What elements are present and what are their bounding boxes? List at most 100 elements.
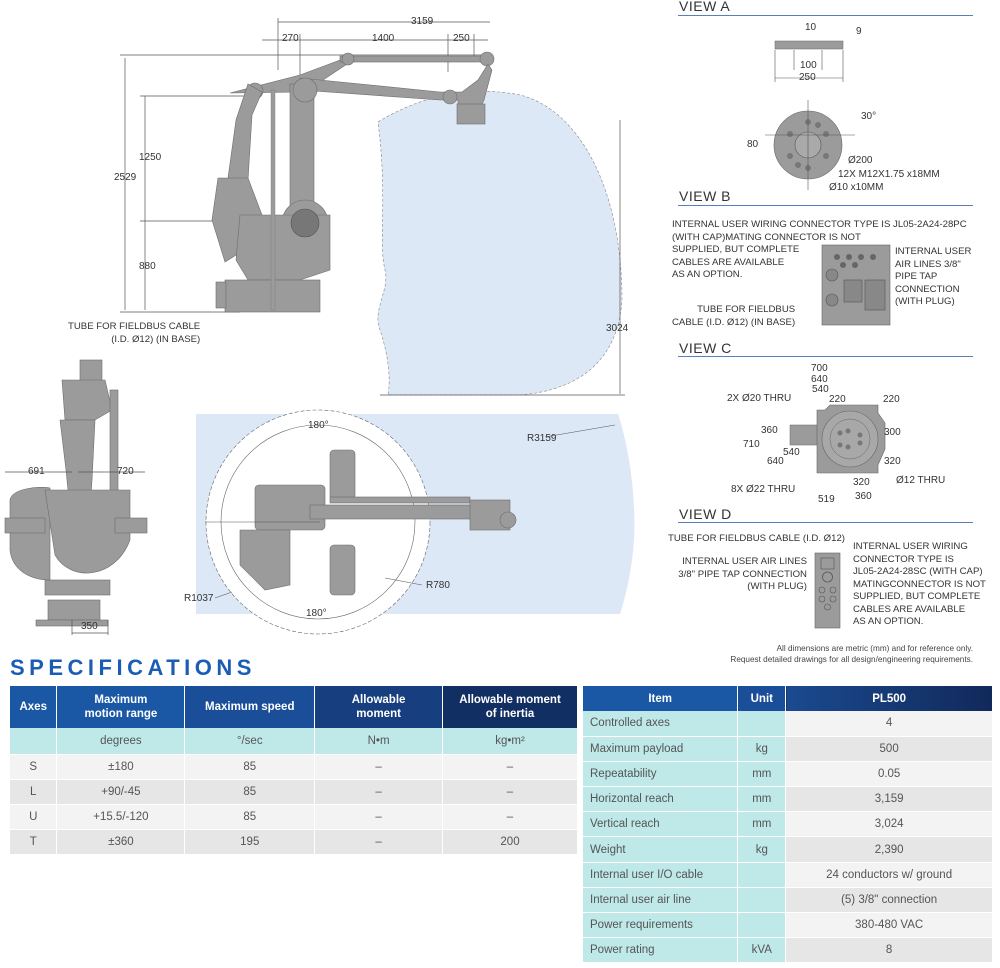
- item-label: Horizontal reach: [583, 786, 739, 813]
- table-row: Internal user air line(5) 3/8" connectio…: [583, 887, 993, 914]
- item-value: 8: [785, 937, 993, 964]
- view-d-title: VIEW D: [679, 506, 732, 522]
- unit-cell: °/sec: [184, 728, 316, 755]
- dim-691: 691: [28, 466, 45, 477]
- axis-name: T: [10, 829, 58, 855]
- moment-inertia: –: [442, 754, 578, 780]
- item-value: 0.05: [785, 761, 993, 788]
- item-value: 3,159: [785, 786, 993, 813]
- motion-range: ±180: [56, 754, 186, 780]
- item-value: 3,024: [785, 811, 993, 838]
- axes-spec-table: Axes Maximum motion range Maximum speed …: [10, 686, 578, 855]
- dim-a-d200: Ø200: [848, 155, 873, 166]
- dim-a-30deg: 30°: [861, 111, 877, 122]
- side-view-work-envelope: [120, 18, 625, 396]
- dim-1250: 1250: [139, 152, 162, 163]
- item-label: Internal user air line: [583, 887, 739, 914]
- item-unit: [737, 862, 787, 888]
- dim-a-80: 80: [747, 139, 759, 150]
- item-label: Power requirements: [583, 912, 739, 939]
- dim-c-540v: 540: [783, 447, 800, 458]
- item-unit: kg: [737, 736, 787, 762]
- table-row: T ±360 195 – 200: [10, 829, 578, 855]
- item-value: 4: [785, 711, 993, 737]
- header-motion-range: Maximum motion range: [56, 686, 186, 728]
- header-axes: Axes: [10, 686, 58, 728]
- view-d-rule: [678, 522, 973, 523]
- allowable-moment: –: [314, 829, 444, 855]
- dim-c-thru22: 8X Ø22 THRU: [731, 484, 796, 495]
- dim-c-220a: 220: [829, 394, 846, 405]
- dim-a-9: 9: [856, 26, 862, 37]
- dim-1400: 1400: [372, 33, 395, 44]
- dim-angle-top: 180°: [308, 420, 329, 431]
- item-label: Maximum payload: [583, 736, 739, 762]
- disclaimer-line-1: All dimensions are metric (mm) and for r…: [776, 644, 973, 653]
- item-value: 380-480 VAC: [785, 912, 993, 939]
- view-c-title: VIEW C: [679, 340, 732, 356]
- axis-name: L: [10, 779, 58, 805]
- table-row: U +15.5/-120 85 – –: [10, 804, 578, 830]
- header-motion-range-label: Maximum motion range: [84, 694, 158, 720]
- item-unit: [737, 887, 787, 914]
- item-label: Power rating: [583, 937, 739, 964]
- allowable-moment: –: [314, 754, 444, 780]
- dim-c-thru12: Ø12 THRU: [896, 475, 946, 486]
- item-table-header-row: Item Unit PL500: [583, 686, 993, 711]
- header-unit: Unit: [737, 686, 787, 711]
- dim-880: 880: [139, 261, 156, 272]
- dim-c-320h: 320: [853, 477, 870, 488]
- dim-a-pin: Ø10 x10MM: [829, 182, 884, 193]
- view-b-fieldbus-note: TUBE FOR FIELDBUS CABLE (I.D. Ø12) (IN B…: [672, 304, 796, 328]
- dim-a-100: 100: [800, 60, 817, 71]
- moment-inertia: –: [442, 779, 578, 805]
- dim-c-540: 540: [812, 384, 829, 395]
- dim-c-700: 700: [811, 363, 828, 374]
- unit-cell: degrees: [56, 728, 186, 755]
- units-row: degrees °/sec N•m kg•m²: [10, 728, 578, 755]
- item-unit: mm: [737, 786, 787, 813]
- dim-c-360h: 360: [855, 491, 872, 502]
- item-unit: mm: [737, 811, 787, 838]
- header-model: PL500: [785, 686, 993, 711]
- moment-inertia: 200: [442, 829, 578, 855]
- moment-inertia: –: [442, 804, 578, 830]
- front-view-robot: [4, 359, 148, 635]
- side-view-fieldbus-note: TUBE FOR FIELDBUS CABLE (I.D. Ø12) (IN B…: [68, 321, 201, 345]
- header-max-speed: Maximum speed: [184, 686, 316, 728]
- item-value: 2,390: [785, 836, 993, 863]
- view-b-title: VIEW B: [679, 188, 732, 204]
- view-b-rule: [678, 205, 973, 206]
- motion-range: +90/-45: [56, 779, 186, 805]
- item-unit: mm: [737, 761, 787, 788]
- dimensions-disclaimer: All dimensions are metric (mm) and for r…: [730, 643, 973, 665]
- table-row: L +90/-45 85 – –: [10, 779, 578, 805]
- dim-250: 250: [453, 33, 470, 44]
- dim-720: 720: [117, 466, 134, 477]
- max-speed: 85: [184, 754, 316, 780]
- item-label: Repeatability: [583, 761, 739, 788]
- disclaimer-line-2: Request detailed drawings for all design…: [730, 655, 973, 664]
- dim-r780: R780: [426, 580, 450, 591]
- item-value: 24 conductors w/ ground: [785, 862, 993, 888]
- specifications-title: SPECIFICATIONS: [10, 655, 256, 680]
- dim-total-reach: 3159: [411, 16, 434, 27]
- max-speed: 195: [184, 829, 316, 855]
- dim-r1037: R1037: [184, 593, 214, 604]
- dim-a-10: 10: [805, 22, 817, 33]
- dim-3024: 3024: [606, 323, 629, 334]
- motion-range: +15.5/-120: [56, 804, 186, 830]
- view-b-air-note: INTERNAL USER AIR LINES 3/8" PIPE TAP CO…: [895, 246, 972, 307]
- dim-c-320v: 320: [884, 456, 901, 467]
- dim-c-thru20: 2X Ø20 THRU: [727, 393, 792, 404]
- view-b-connector-note: INTERNAL USER WIRING CONNECTOR TYPE IS J…: [672, 219, 967, 280]
- view-d-fieldbus-note: TUBE FOR FIELDBUS CABLE (I.D. Ø12): [668, 533, 845, 544]
- header-moment-inertia-label: Allowable moment of inertia: [459, 694, 561, 720]
- view-c-rule: [678, 356, 973, 357]
- allowable-moment: –: [314, 779, 444, 805]
- max-speed: 85: [184, 804, 316, 830]
